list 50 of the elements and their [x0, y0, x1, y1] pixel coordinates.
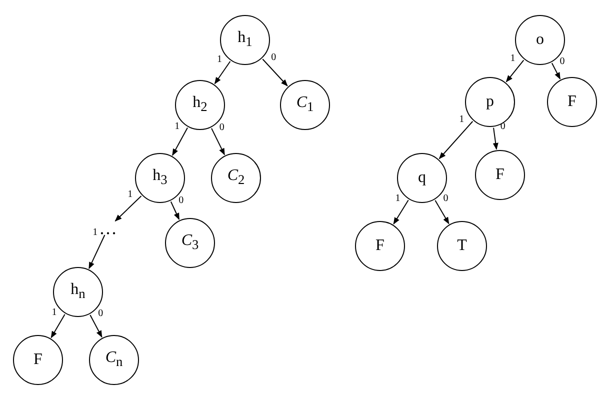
- arrow: [506, 60, 524, 82]
- arrow: [551, 62, 561, 80]
- tree-node-circle: [53, 267, 103, 317]
- edge-label: 0: [270, 52, 278, 63]
- node-label: F: [496, 166, 504, 184]
- node-label: C$_{3}$: [181, 232, 199, 254]
- arrow: [90, 314, 102, 338]
- node-label: C$_{2}$: [227, 167, 245, 189]
- tree-node-circle: [211, 153, 261, 203]
- edge-label: 1: [126, 188, 134, 200]
- arrow: [114, 196, 142, 222]
- node-label: F: [568, 93, 576, 111]
- node-label: h$_{3}$: [152, 167, 168, 189]
- tree-node-circle: [220, 15, 270, 65]
- tree-node-circle: [89, 335, 139, 385]
- tree-node-circle: [475, 150, 525, 200]
- tree-node-circle: [165, 218, 215, 268]
- arrow: [170, 201, 180, 220]
- tree-node-circle: [175, 80, 225, 130]
- tree-node-circle: [515, 15, 565, 65]
- node-label: q: [418, 169, 426, 187]
- tree-node-circle: [397, 153, 447, 203]
- tree-node-circle: [13, 335, 63, 385]
- arrow: [393, 200, 409, 224]
- arrow: [434, 200, 450, 224]
- node-label: C$_{1}$: [296, 94, 314, 116]
- arrow: [492, 127, 498, 150]
- ellipsis-label: …: [96, 221, 120, 235]
- arrow: [172, 127, 188, 156]
- node-label: o: [536, 31, 544, 49]
- tree-node-circle: [437, 221, 487, 271]
- node-label: F: [376, 237, 384, 255]
- node-label: h$_{2}$: [192, 94, 208, 116]
- tree-node-circle: [547, 77, 597, 127]
- arrow: [211, 128, 225, 156]
- arrow: [50, 314, 66, 338]
- tree-node-circle: [355, 221, 405, 271]
- arrow: [88, 234, 106, 270]
- arrow: [438, 120, 474, 160]
- edge-label: 1: [92, 226, 99, 238]
- node-label: p: [486, 93, 494, 111]
- node-label: T: [457, 237, 467, 255]
- tree-node-circle: [135, 153, 185, 203]
- tree-node-circle: [280, 80, 330, 130]
- arrow: [214, 60, 231, 84]
- node-label: h$_{n}$: [70, 281, 86, 303]
- node-label: F: [34, 351, 42, 369]
- arrow: [262, 58, 288, 86]
- node-label: h$_{1}$: [238, 29, 252, 51]
- node-label: C$_{n}$: [105, 349, 123, 371]
